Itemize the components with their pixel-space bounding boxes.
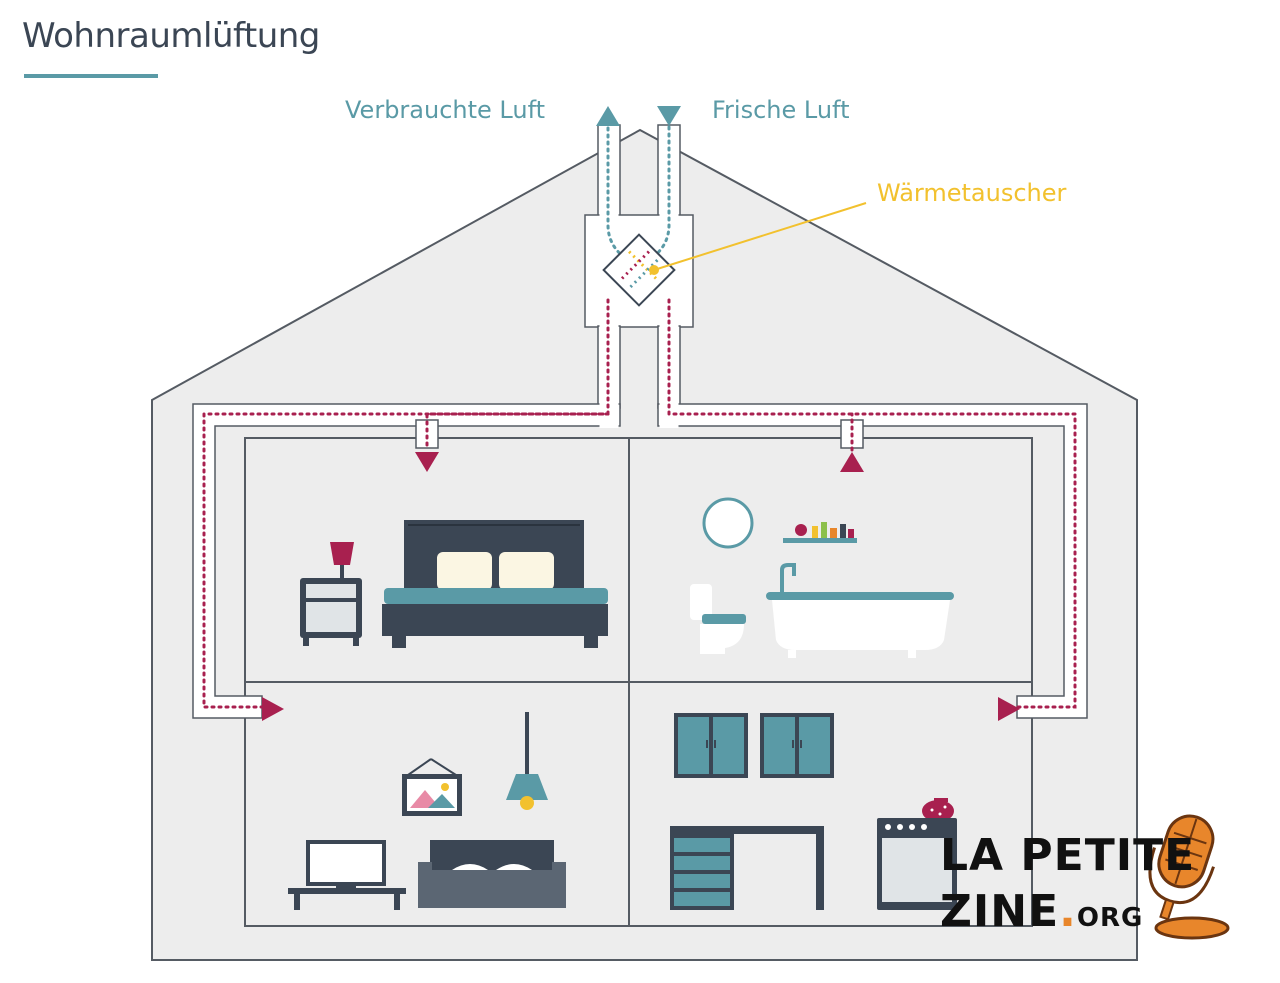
exhaust-arrow-up [596, 106, 620, 126]
pillow [437, 552, 492, 590]
tv-stand [288, 888, 406, 894]
bedroom [300, 520, 608, 648]
fresh-air-label: Frische Luft [712, 96, 850, 124]
title-underline [24, 74, 158, 78]
la-petite-zine-logo[interactable]: LA PETITE ZINE.ORG [940, 800, 1270, 950]
logo-line1: LA PETITE [940, 830, 1196, 881]
used-air-flow [667, 298, 1077, 709]
fresh-air-flow [202, 298, 610, 709]
shelf [783, 538, 857, 543]
living-room [288, 712, 566, 910]
heat-exchanger [602, 233, 676, 307]
mirror [702, 497, 754, 549]
pillow [499, 552, 554, 590]
cooking-pot [922, 800, 954, 822]
logo-line2: ZINE.ORG [940, 886, 1144, 937]
supply-arrow-living [262, 697, 284, 721]
heat-exchanger-label: Wärmetauscher [877, 179, 1067, 207]
supply-arrow-bedroom [415, 452, 439, 472]
intake-arrow-down [657, 106, 681, 126]
bed-frame [382, 604, 608, 636]
diagram-title: Wohnraumlüftung [22, 16, 320, 56]
extract-arrow-kitchen [998, 697, 1020, 721]
pendant-lamp [506, 774, 548, 800]
used-air-label: Verbrauchte Luft [345, 96, 546, 124]
counter [670, 826, 824, 834]
bed-blanket [384, 588, 608, 604]
bathtub [772, 600, 950, 650]
extract-arrow-bathroom [840, 452, 864, 472]
bathtub-faucet [780, 563, 796, 592]
toilet-tank [690, 584, 712, 620]
heat-exchanger-pointer-line [653, 202, 867, 271]
lamp-shade [330, 542, 354, 565]
microphone-icon [1148, 814, 1230, 940]
bathroom [690, 497, 954, 658]
sofa [418, 870, 566, 908]
kitchen [670, 713, 957, 910]
